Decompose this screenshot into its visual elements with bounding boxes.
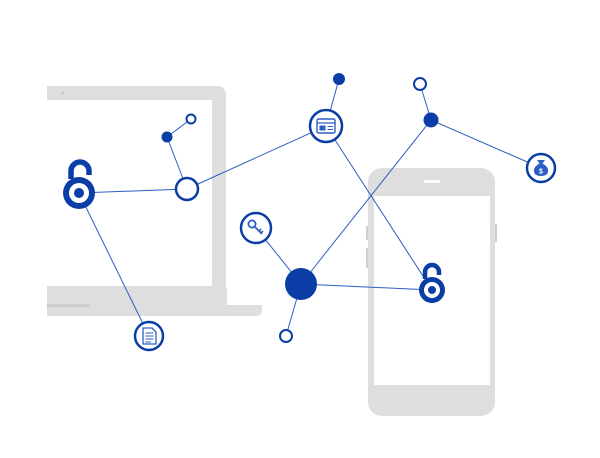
- open-lock-icon: [63, 159, 95, 209]
- document-node: [133, 320, 165, 352]
- n-small-ring: [185, 113, 197, 125]
- document-icon: [142, 327, 157, 345]
- laptop-camera: [61, 91, 65, 95]
- key-node: [239, 211, 273, 245]
- n-ring-center: [174, 176, 200, 202]
- id-card-icon: [316, 118, 336, 134]
- n-ring-top-right: [413, 77, 427, 91]
- phone-speaker: [424, 180, 440, 183]
- key-icon: [247, 219, 264, 235]
- link-n-lock-left-n-document: [78, 192, 150, 337]
- money-bag-icon: $: [533, 160, 549, 176]
- link-n-hub-right-n-hub-center: [300, 119, 432, 285]
- open-lock-icon: [419, 262, 445, 303]
- n-dot-top: [333, 73, 345, 85]
- link-n-idcard-n-lock-right: [325, 125, 433, 291]
- link-n-hub-center-n-lock-right: [300, 283, 433, 291]
- phone-side-button: [495, 224, 497, 242]
- money-bag-symbol: $: [539, 169, 543, 176]
- n-hub-center: [285, 268, 317, 300]
- link-n-lock-left-n-ring-center: [78, 188, 188, 194]
- laptop-base: [47, 289, 262, 316]
- n-small-dot: [161, 131, 173, 143]
- money-bag-node: $: [525, 152, 557, 184]
- n-ring-bottom: [279, 329, 293, 343]
- nodes-layer: $: [63, 73, 557, 352]
- phone-side-button: [366, 226, 368, 240]
- id-card-node: [308, 108, 344, 144]
- link-n-ring-center-n-idcard: [186, 125, 327, 190]
- phone-side-button: [366, 248, 368, 268]
- laptop-hinge: [47, 304, 89, 307]
- n-hub-right: [423, 112, 439, 128]
- link-n-hub-right-n-money: [430, 119, 542, 169]
